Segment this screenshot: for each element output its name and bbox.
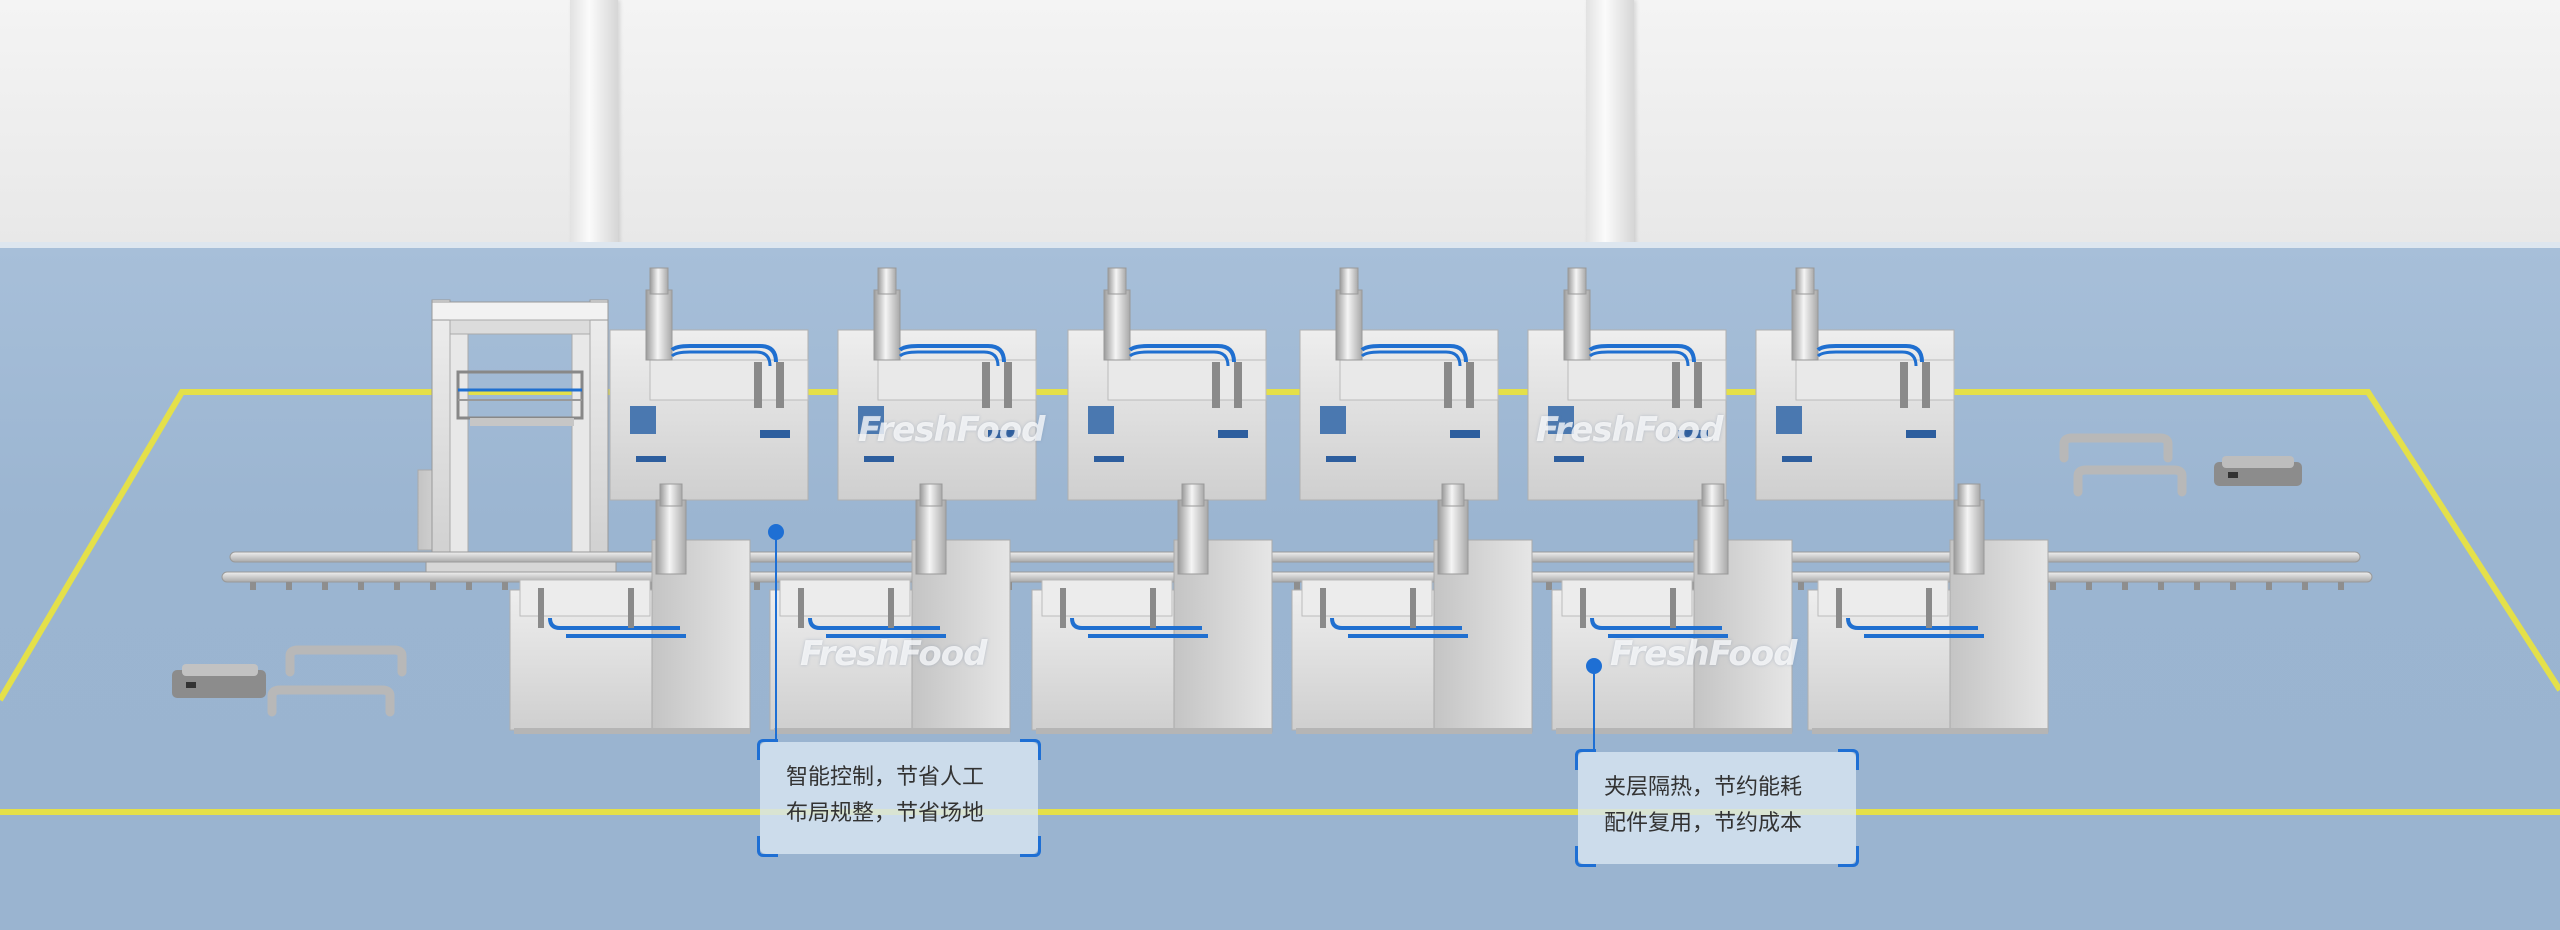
back-machine bbox=[609, 267, 809, 501]
callout-corner bbox=[1838, 846, 1859, 867]
back-machine bbox=[1067, 267, 1267, 501]
agv-robot-left bbox=[172, 664, 266, 698]
back-row-machines bbox=[609, 267, 1955, 501]
watermark-logo: FreshFood bbox=[800, 634, 987, 674]
rail-bolt bbox=[1690, 582, 1696, 590]
rail-bolt bbox=[1546, 582, 1552, 590]
rack-handles-left bbox=[267, 645, 407, 717]
callout-leaders bbox=[768, 524, 1602, 750]
rail-bolt bbox=[2230, 582, 2236, 590]
back-machine bbox=[1755, 267, 1955, 501]
rail-bolt bbox=[2122, 582, 2128, 590]
watermark-logo: FreshFood bbox=[1610, 634, 1797, 674]
rail-bolt bbox=[2194, 582, 2200, 590]
callout-corner bbox=[1020, 836, 1041, 857]
callout-text: 智能控制，节省人工 bbox=[786, 765, 985, 790]
rail-bolt bbox=[2338, 582, 2344, 590]
back-machine bbox=[837, 267, 1037, 501]
rail-bolt bbox=[754, 582, 760, 590]
front-row-machines bbox=[509, 483, 2049, 734]
wall-pillar-left bbox=[570, 0, 618, 255]
callout-corner bbox=[757, 739, 778, 760]
rail-bolt bbox=[358, 582, 364, 590]
front-machine bbox=[1291, 483, 1533, 734]
wall-pillar-right bbox=[1586, 0, 1634, 255]
rail-bolt bbox=[2302, 582, 2308, 590]
rail-bolt bbox=[1294, 582, 1300, 590]
front-machine bbox=[1031, 483, 1273, 734]
callout-corner bbox=[1838, 749, 1859, 770]
feature-callout-control: 智能控制，节省人工 布局规整，节省场地 bbox=[757, 739, 1041, 857]
callout-text: 配件复用，节约成本 bbox=[1604, 811, 1803, 836]
front-machine bbox=[509, 483, 751, 734]
back-machine bbox=[1299, 267, 1499, 501]
rail-bolt bbox=[2086, 582, 2092, 590]
rail-bolt bbox=[394, 582, 400, 590]
rail-bolt bbox=[1798, 582, 1804, 590]
rail-bolt bbox=[250, 582, 256, 590]
rail-bolt bbox=[430, 582, 436, 590]
front-machine bbox=[1807, 483, 2049, 734]
front-machine bbox=[1551, 483, 1793, 734]
feature-callout-energy: 夹层隔热，节约能耗 配件复用，节约成本 bbox=[1575, 749, 1859, 867]
factory-wall bbox=[0, 0, 2560, 245]
callout-corner bbox=[1575, 749, 1596, 770]
safety-lines bbox=[0, 389, 2560, 815]
agv-robot-right bbox=[2214, 456, 2302, 486]
rail-bolt bbox=[2158, 582, 2164, 590]
lifting-gantry bbox=[417, 299, 617, 575]
rail-bolt bbox=[502, 582, 508, 590]
callout-corner bbox=[757, 836, 778, 857]
front-machine bbox=[769, 483, 1011, 734]
back-machine bbox=[1527, 267, 1727, 501]
callout-text: 布局规整，节省场地 bbox=[786, 801, 985, 826]
wall-baseboard bbox=[0, 242, 2560, 248]
callout-corner bbox=[1020, 739, 1041, 760]
watermark-logo: FreshFood bbox=[1536, 410, 1723, 450]
rail-bolt bbox=[466, 582, 472, 590]
callout-text: 夹层隔热，节约能耗 bbox=[1604, 775, 1803, 800]
rail-bolt bbox=[322, 582, 328, 590]
rail-bolt bbox=[2266, 582, 2272, 590]
rail-bolt bbox=[286, 582, 292, 590]
rail-bolt bbox=[2050, 582, 2056, 590]
callout-corner bbox=[1575, 846, 1596, 867]
rack-handles-right bbox=[2059, 433, 2187, 497]
watermark-logo: FreshFood bbox=[858, 410, 1045, 450]
factory-floor bbox=[0, 248, 2560, 930]
